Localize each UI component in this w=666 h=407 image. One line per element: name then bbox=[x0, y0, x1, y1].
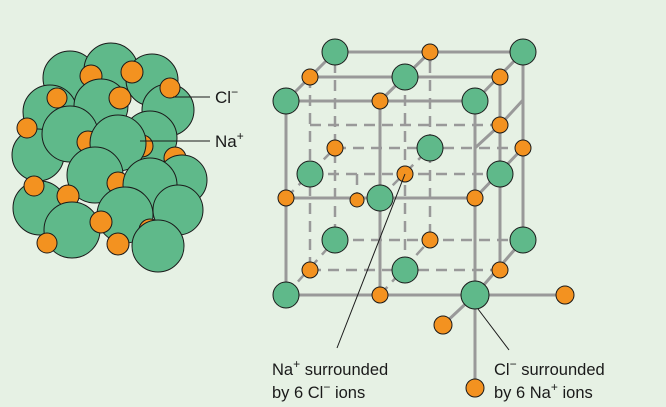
sodium-ion bbox=[421, 43, 439, 61]
sodium-ion bbox=[301, 68, 319, 86]
cl-caption-line2: by 6 Na+ ions bbox=[494, 380, 593, 402]
chloride-ion bbox=[366, 184, 394, 212]
sodium-ion bbox=[491, 68, 509, 86]
chloride-ion bbox=[509, 38, 537, 66]
cl-caption-pointer bbox=[477, 308, 510, 351]
sodium-ion bbox=[16, 117, 38, 139]
sodium-ion bbox=[106, 232, 130, 256]
sodium-ion bbox=[326, 139, 344, 157]
sodium-ion bbox=[89, 210, 113, 234]
sodium-ion bbox=[159, 77, 181, 99]
chloride-ion bbox=[272, 281, 300, 309]
sodium-ion bbox=[301, 261, 319, 279]
chloride-ion bbox=[486, 160, 514, 188]
sodium-ion bbox=[491, 261, 509, 279]
sodium-ion bbox=[421, 231, 439, 249]
chloride-ion bbox=[416, 134, 444, 162]
sodium-ion bbox=[349, 192, 365, 208]
sodium-ion bbox=[23, 175, 45, 197]
lattice-ions bbox=[272, 38, 575, 398]
chloride-ion bbox=[296, 160, 324, 188]
sodium-ion bbox=[466, 189, 484, 207]
sodium-ion bbox=[491, 116, 509, 134]
sodium-ion-label: Na+ bbox=[215, 129, 244, 151]
chloride-ion bbox=[460, 280, 490, 310]
sodium-ion bbox=[108, 86, 132, 110]
sodium-ion bbox=[371, 92, 389, 110]
chloride-ion bbox=[321, 38, 349, 66]
sodium-ion bbox=[120, 60, 144, 84]
lattice-bonds bbox=[284, 50, 565, 385]
sodium-ion bbox=[36, 232, 58, 254]
chloride-ion bbox=[461, 87, 489, 115]
cl-caption-line1: Cl− surrounded bbox=[494, 357, 605, 379]
chloride-ion bbox=[272, 87, 300, 115]
chloride-ion bbox=[509, 226, 537, 254]
chloride-ion bbox=[391, 63, 419, 91]
space-filling-model bbox=[11, 42, 208, 273]
sodium-ion bbox=[433, 315, 453, 335]
sodium-ion bbox=[514, 139, 532, 157]
sodium-ion bbox=[277, 189, 295, 207]
na-caption-pointer bbox=[336, 173, 406, 349]
sodium-ion bbox=[46, 87, 68, 109]
chloride-ion bbox=[131, 219, 185, 273]
chloride-ion bbox=[321, 226, 349, 254]
sodium-ion bbox=[555, 285, 575, 305]
na-caption-line2: by 6 Cl− ions bbox=[272, 380, 365, 402]
na-caption-line1: Na+ surrounded bbox=[272, 357, 388, 379]
chloride-ion-label: Cl− bbox=[215, 85, 238, 107]
sodium-ion bbox=[465, 378, 485, 398]
sodium-ion bbox=[371, 286, 389, 304]
chloride-ion bbox=[391, 256, 419, 284]
